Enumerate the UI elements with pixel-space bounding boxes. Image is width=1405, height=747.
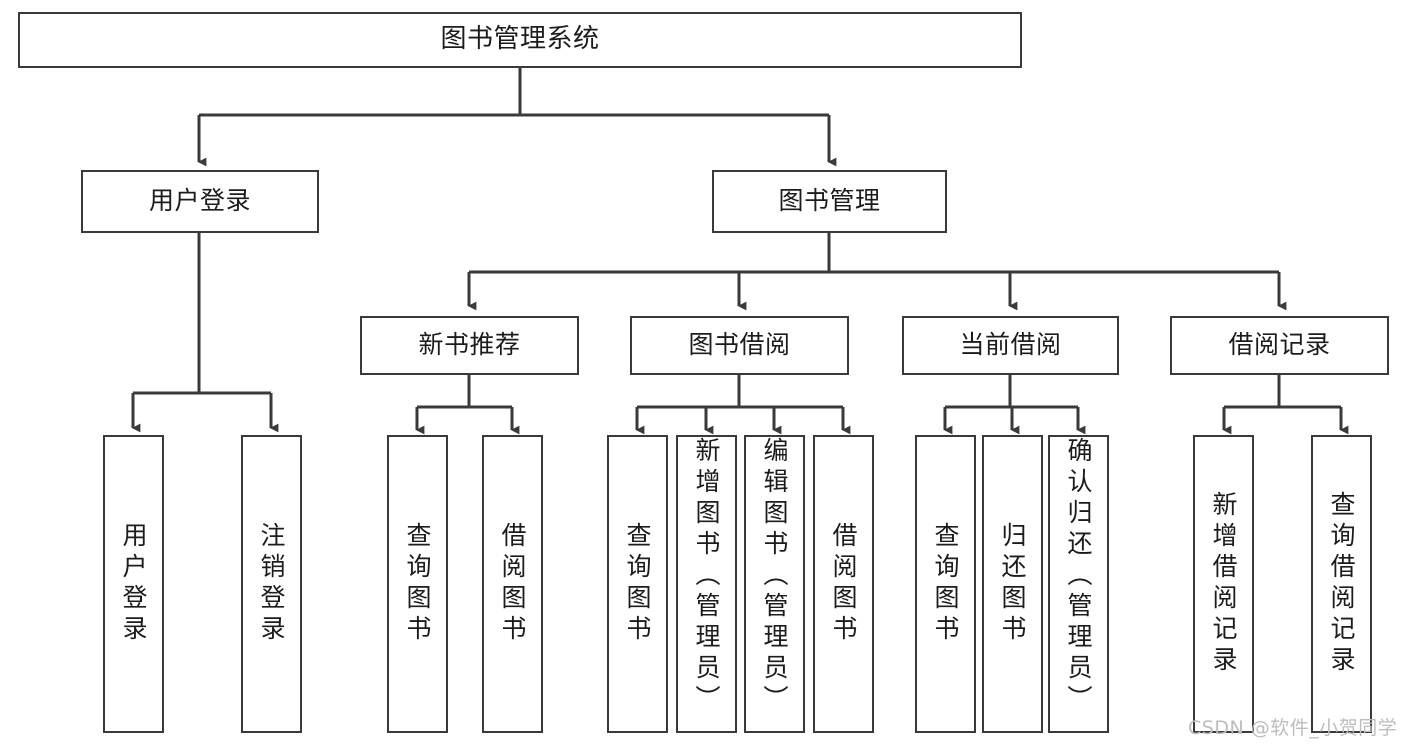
leaf-borrow-record-add-label: 新增借阅记录: [1209, 491, 1238, 677]
csdn-watermark: CSDN @软件_小贺同学: [1188, 717, 1398, 739]
leaf-borrow-record-query-label: 查询借阅记录: [1327, 491, 1356, 677]
node-book-management[interactable]: 图书管理: [712, 170, 947, 233]
leaf-current-borrow-return-label: 归还图书: [998, 522, 1027, 646]
leaf-book-borrow-query-label: 查询图书: [623, 522, 652, 646]
leaf-new-book-query-label: 查询图书: [403, 522, 432, 646]
leaf-book-borrow-edit-label: 编辑图书（管理员）: [760, 437, 789, 716]
leaf-book-borrow-edit[interactable]: 编辑图书（管理员）: [744, 435, 805, 733]
leaf-current-borrow-confirm[interactable]: 确认归还（管理员）: [1048, 435, 1109, 733]
leaf-new-book-query[interactable]: 查询图书: [387, 435, 448, 733]
leaf-new-book-borrow-label: 借阅图书: [498, 522, 527, 646]
leaf-user-login-signin[interactable]: 用户登录: [103, 435, 164, 733]
leaf-current-borrow-query[interactable]: 查询图书: [915, 435, 976, 733]
leaf-borrow-record-query[interactable]: 查询借阅记录: [1311, 435, 1372, 733]
node-current-borrow-label: 当前借阅: [959, 330, 1062, 360]
leaf-current-borrow-confirm-label: 确认归还（管理员）: [1064, 437, 1093, 716]
leaf-new-book-borrow[interactable]: 借阅图书: [482, 435, 543, 733]
leaf-current-borrow-return[interactable]: 归还图书: [982, 435, 1043, 733]
node-user-login[interactable]: 用户登录: [81, 170, 319, 233]
leaf-book-borrow-add-label: 新增图书（管理员）: [692, 437, 721, 716]
leaf-book-borrow-add[interactable]: 新增图书（管理员）: [676, 435, 737, 733]
node-borrow-record[interactable]: 借阅记录: [1170, 316, 1389, 375]
leaf-book-borrow-borrow-label: 借阅图书: [829, 522, 858, 646]
node-current-borrow[interactable]: 当前借阅: [902, 316, 1119, 375]
leaf-user-login-signin-label: 用户登录: [119, 522, 148, 646]
node-borrow-record-label: 借阅记录: [1228, 330, 1331, 360]
node-root[interactable]: 图书管理系统: [18, 12, 1022, 68]
node-new-book-recommend-label: 新书推荐: [418, 330, 521, 360]
leaf-book-borrow-query[interactable]: 查询图书: [607, 435, 668, 733]
node-book-borrow-label: 图书借阅: [688, 330, 791, 360]
node-user-login-label: 用户登录: [148, 186, 251, 216]
node-book-management-label: 图书管理: [778, 186, 881, 216]
leaf-user-login-signout[interactable]: 注销登录: [241, 435, 302, 733]
node-book-borrow[interactable]: 图书借阅: [630, 316, 849, 375]
node-new-book-recommend[interactable]: 新书推荐: [360, 316, 579, 375]
leaf-user-login-signout-label: 注销登录: [257, 522, 286, 646]
leaf-borrow-record-add[interactable]: 新增借阅记录: [1193, 435, 1254, 733]
leaf-current-borrow-query-label: 查询图书: [931, 522, 960, 646]
leaf-book-borrow-borrow[interactable]: 借阅图书: [813, 435, 874, 733]
node-root-label: 图书管理系统: [440, 24, 600, 55]
